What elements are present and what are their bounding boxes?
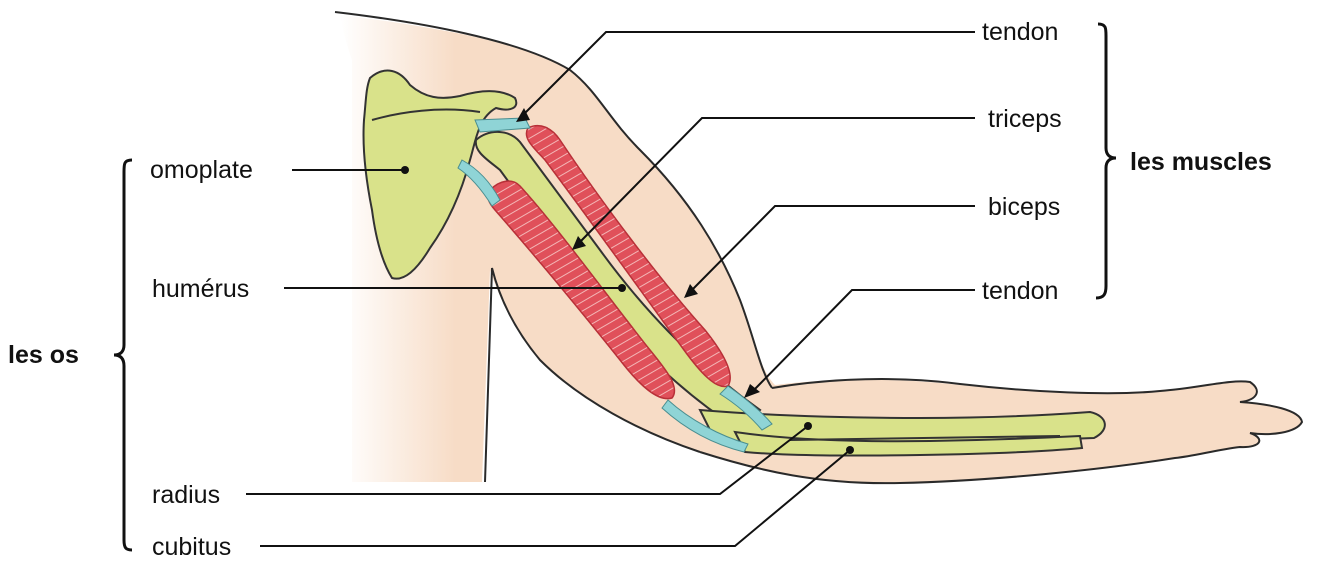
brace-bones <box>114 160 132 550</box>
label-tendon-top: tendon <box>982 18 1058 46</box>
dot-omoplate <box>401 166 409 174</box>
label-biceps: biceps <box>988 193 1060 221</box>
dot-cubitus <box>846 446 854 454</box>
label-radius: radius <box>152 481 220 509</box>
group-label-bones: les os <box>8 341 79 369</box>
arm-skin <box>340 15 1302 483</box>
label-humerus: humérus <box>152 275 249 303</box>
label-triceps: triceps <box>988 105 1062 133</box>
label-tendon-bottom: tendon <box>982 277 1058 305</box>
leader-biceps <box>690 206 975 292</box>
label-cubitus: cubitus <box>152 533 231 561</box>
leader-tendon-bottom <box>752 290 975 392</box>
dot-radius <box>804 422 812 430</box>
dot-humerus <box>618 284 626 292</box>
group-label-muscles: les muscles <box>1130 148 1272 176</box>
brace-muscles <box>1096 24 1116 298</box>
label-omoplate: omoplate <box>150 156 253 184</box>
